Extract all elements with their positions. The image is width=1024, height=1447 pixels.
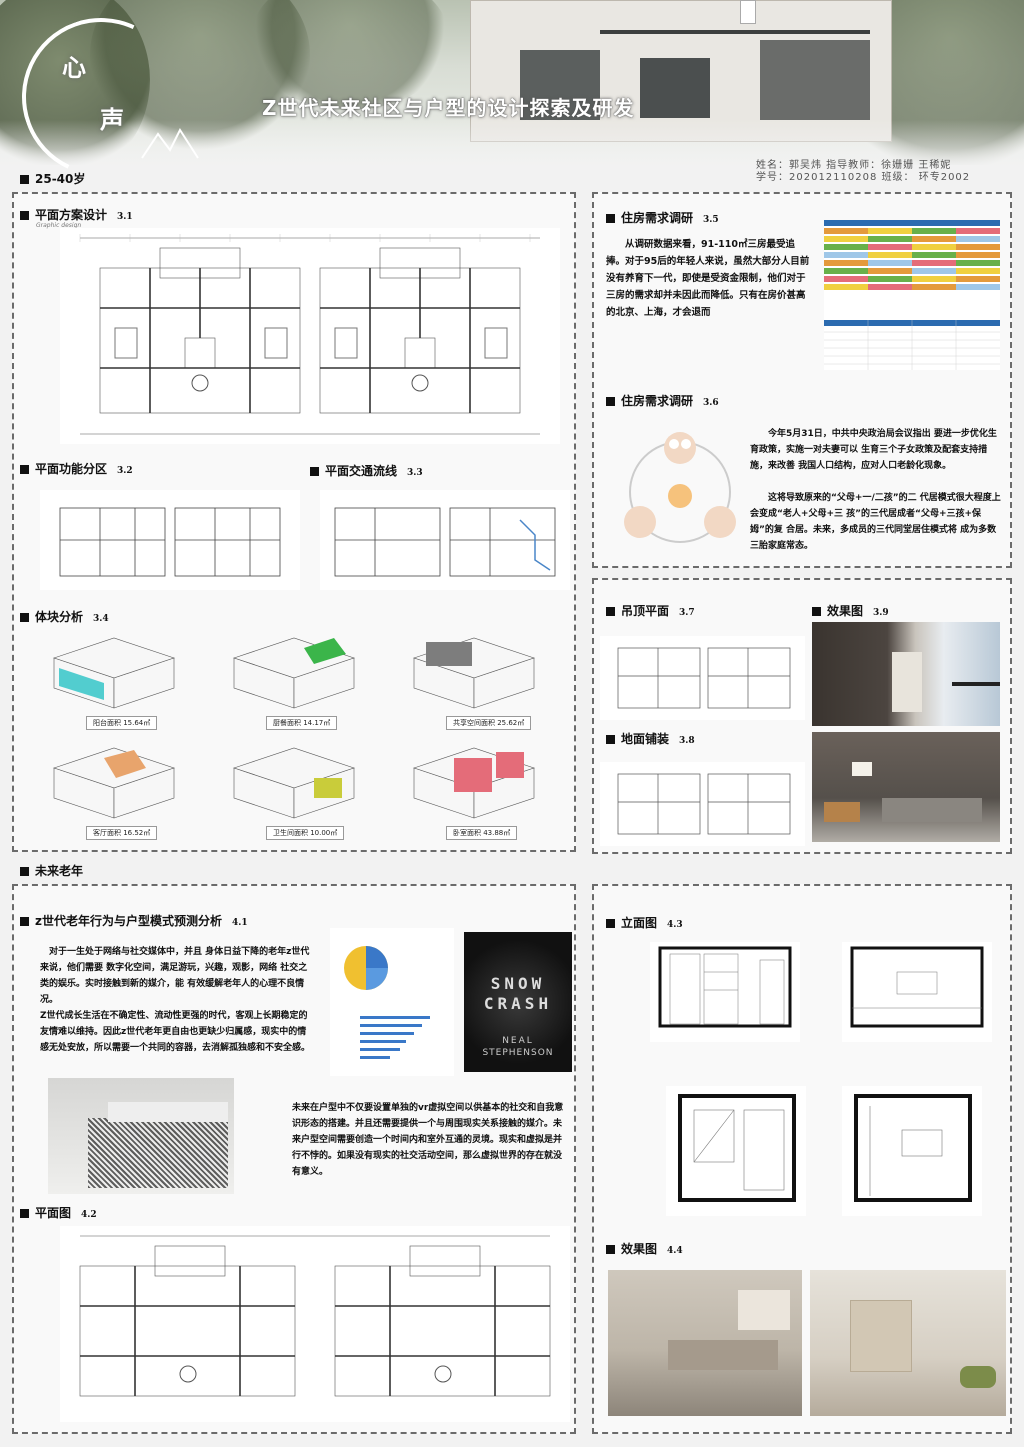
section-label-future-elder: 未来老年: [20, 862, 83, 879]
floor-paving-drawing: [600, 762, 805, 846]
floor-plan-drawing: [60, 228, 560, 444]
elevation-1: [650, 942, 800, 1042]
subtitle-graphic-design: Graphic design: [36, 222, 82, 229]
block-analysis-diagrams: [53, 637, 535, 819]
section-label-25-40: 25-40岁: [20, 170, 85, 187]
header-banner: [0, 0, 1024, 165]
family-cycle-diagram: [624, 432, 736, 543]
mountain-icon: [141, 127, 199, 159]
elevation-2: [842, 942, 992, 1042]
render-image-bedroom: [812, 732, 1000, 842]
function-zone-plan: [40, 490, 300, 590]
book-author-line-2: STEPHENSON: [482, 1048, 554, 1058]
render-image-study: [810, 1270, 1006, 1416]
page-title: Z世代未来社区与户型的设计探索及研发: [262, 96, 635, 120]
elevation-3: [666, 1086, 806, 1216]
book-title-line-2: CRASH: [483, 994, 553, 1013]
tag-living-area: 客厅面积 16.52㎡: [86, 826, 158, 840]
prediction-text-3: 未来在户型中不仅要设置单独的vr虚拟空间以供基本的社交和自我意识形态的搭建。并且…: [292, 1103, 564, 1177]
book-cover-snow-crash: SNOW CRASH NEAL STEPHENSON: [464, 932, 572, 1072]
book-title-line-1: SNOW: [490, 974, 546, 993]
prediction-text-1: 对于一生处于网络与社交媒体中，并且 身体日益下降的老年z世代来说，他们需要 数字…: [40, 947, 310, 1005]
vr-bed-image: [48, 1078, 234, 1194]
logo-char-1: 心: [62, 53, 86, 82]
book-author-line-1: NEAL: [502, 1036, 534, 1046]
elevation-4: [842, 1086, 982, 1216]
traffic-flow-plan: [320, 490, 570, 590]
survey-charts: [330, 928, 454, 1076]
render-image-balcony: [812, 622, 1000, 726]
tag-kitchen-area: 厨餐面积 14.17㎡: [266, 716, 338, 730]
tag-bathroom-area: 卫生间面积 10.00㎡: [266, 826, 345, 840]
future-floor-plan-drawing: [60, 1226, 570, 1422]
tag-bedroom-area: 卧室面积 43.88㎡: [446, 826, 518, 840]
survey-1-text: 从调研数据来看，91-110㎡三房最受追捧。对于95后的年轻人来说，虽然大部分人…: [606, 239, 810, 318]
survey-2-text-1: 今年5月31日，中共中央政治局会议指出 要进一步优化生育政策，实施一对夫妻可以 …: [750, 429, 997, 471]
render-image-living: [608, 1270, 802, 1416]
author-line: 姓名：郭吴炜 指导教师：徐姗姗 王稀妮: [756, 160, 952, 171]
student-id-line: 学号：202012110208 班级： 环专2002: [756, 172, 971, 183]
tag-shared-area: 共享空间面积 25.62㎡: [446, 716, 532, 730]
ceiling-plan-drawing: [600, 636, 805, 720]
tag-balcony-area: 阳台面积 15.64㎡: [86, 716, 158, 730]
prediction-text-2: Z世代成长生活在不确定性、流动性更强的时代，客观上长期稳定的友情难以维持。因此z…: [40, 1011, 311, 1053]
survey-data-table: [824, 220, 1000, 370]
logo-char-2: 声: [100, 105, 124, 134]
survey-2-text-2: 这将导致原来的“父母+一/二孩”的二 代居模式很大程度上会变成“老人+父母+三 …: [750, 493, 1001, 551]
